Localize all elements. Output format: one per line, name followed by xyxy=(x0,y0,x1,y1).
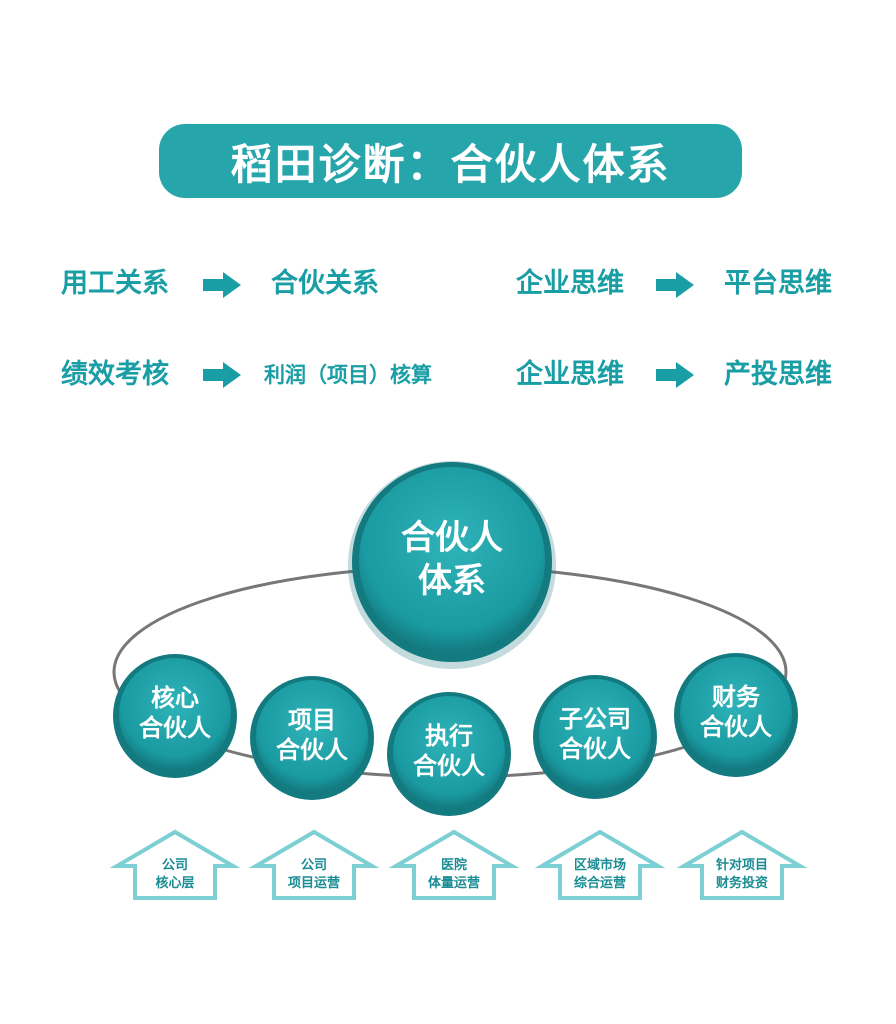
partner-circle-finance xyxy=(674,653,798,777)
right-arrow-icon xyxy=(203,272,241,298)
partner-label-subsidiary: 子公司 合伙人 xyxy=(545,704,645,764)
partner-label-line1: 执行 xyxy=(425,722,473,750)
partner-label-line1: 项目 xyxy=(288,706,336,734)
partner-label-line2: 合伙人 xyxy=(413,752,485,780)
partner-label-line2: 合伙人 xyxy=(139,714,211,742)
right-arrow-icon xyxy=(656,362,694,388)
house-label-line1: 医院 xyxy=(440,858,467,873)
house-icon xyxy=(676,829,808,900)
transition-from: 企业思维 xyxy=(516,359,624,390)
center-circle xyxy=(348,461,556,669)
center-label-line2: 体系 xyxy=(418,560,486,601)
house-label-line2: 体量运营 xyxy=(427,875,480,891)
house-label-line1: 公司 xyxy=(161,858,188,873)
right-arrow-icon xyxy=(656,272,694,298)
transition-from: 用工关系 xyxy=(61,268,169,299)
house-icon xyxy=(534,829,666,900)
house-icon xyxy=(109,829,241,900)
right-arrow-icon xyxy=(203,362,241,388)
house-label-line1: 针对项目 xyxy=(715,858,768,873)
house-label-line2: 核心层 xyxy=(155,875,195,891)
house-label-line2: 财务投资 xyxy=(715,875,768,891)
center-label-line1: 合伙人 xyxy=(401,518,503,558)
partner-label-line2: 合伙人 xyxy=(700,713,772,741)
transition-from: 企业思维 xyxy=(516,268,624,299)
house-label-line1: 公司 xyxy=(300,858,327,873)
partner-label-core: 核心 合伙人 xyxy=(125,683,225,743)
partner-label-finance: 财务 合伙人 xyxy=(686,682,786,742)
partner-label-line2: 合伙人 xyxy=(559,735,631,763)
partner-label-line1: 核心 xyxy=(151,684,199,712)
transition-to: 合伙关系 xyxy=(271,268,379,299)
partner-label-execution: 执行 合伙人 xyxy=(399,721,499,781)
house-label-line2: 综合运营 xyxy=(573,875,626,891)
house-icon xyxy=(248,829,380,900)
partner-circle-core xyxy=(113,654,237,778)
house-label-regional: 区域市场 综合运营 xyxy=(560,857,640,892)
partner-circle-project xyxy=(250,676,374,800)
partner-label-line1: 子公司 xyxy=(559,705,631,733)
page-title: 稻田诊断：合伙人体系 xyxy=(230,139,671,189)
partner-label-line1: 财务 xyxy=(712,683,760,711)
transition-to: 平台思维 xyxy=(724,268,832,299)
transition-from: 绩效考核 xyxy=(61,359,169,390)
title-banner: 稻田诊断：合伙人体系 xyxy=(159,124,742,198)
partner-label-line2: 合伙人 xyxy=(276,736,348,764)
center-label: 合伙人 体系 xyxy=(392,517,512,602)
house-label-core: 公司 核心层 xyxy=(135,857,215,892)
house-label-finance: 针对项目 财务投资 xyxy=(702,857,782,892)
partner-circle-subsidiary xyxy=(533,675,657,799)
house-icon xyxy=(388,829,520,900)
transition-to: 利润（项目）核算 xyxy=(264,363,432,387)
house-label-line1: 区域市场 xyxy=(573,858,626,873)
house-label-line2: 项目运营 xyxy=(287,875,340,891)
transition-to: 产投思维 xyxy=(724,359,832,390)
partner-label-project: 项目 合伙人 xyxy=(262,705,362,765)
house-label-hospital: 医院 体量运营 xyxy=(414,857,494,892)
house-label-project: 公司 项目运营 xyxy=(274,857,354,892)
partner-circle-execution xyxy=(387,692,511,816)
